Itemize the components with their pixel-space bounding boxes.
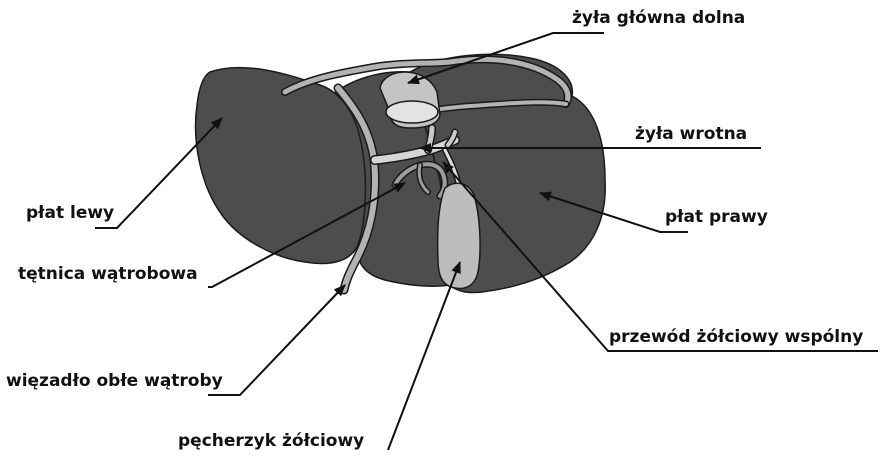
label-round-ligament: więzadło obłe wątroby [6,371,223,391]
label-gallbladder: pęcherzyk żółciowy [178,431,364,451]
leader-round-ligament [208,285,345,395]
label-vena-cava: żyła główna dolna [572,8,745,28]
label-right-lobe: płat prawy [665,207,768,227]
label-left-lobe: płat lewy [26,203,114,223]
label-portal-vein: żyła wrotna [635,124,747,144]
label-hepatic-artery: tętnica wątrobowa [18,264,198,284]
leader-gallbladder [388,262,460,450]
label-common-bile-duct: przewód żółciowy wspólny [609,327,863,347]
gallbladder-shape [438,183,480,288]
